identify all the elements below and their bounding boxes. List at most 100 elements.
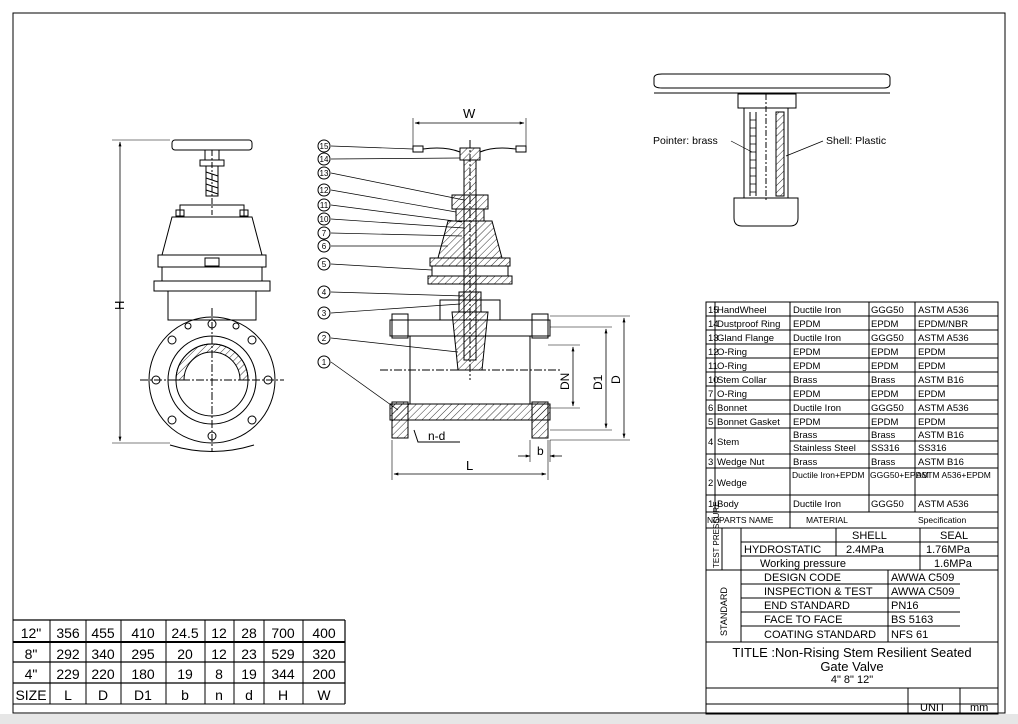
part-material: Stainless Steel [793, 443, 856, 454]
drawing-frame [12, 12, 1006, 714]
size-cell: 356 [56, 625, 80, 641]
part-grade: GGG50 [871, 499, 904, 510]
balloon-5: 5 [317, 257, 331, 271]
dim-l-label: L [466, 458, 473, 473]
part-grade: EPDM [871, 347, 899, 358]
part-no: 5 [708, 417, 713, 428]
part-grade: GGG50 [871, 403, 904, 414]
header-material: MATERIAL [806, 515, 848, 525]
size-cell: 180 [131, 666, 155, 682]
part-name: Stem [717, 437, 739, 448]
part-material: Ductile Iron [793, 499, 841, 510]
hydrostatic-seal-value: 1.76MPa [926, 544, 971, 556]
front-view [112, 139, 284, 452]
size-cell: 20 [177, 646, 193, 662]
balloon-13: 13 [317, 166, 331, 180]
svg-text:6: 6 [322, 242, 327, 251]
part-no: 15 [708, 305, 719, 316]
dim-d-label: D [609, 375, 623, 384]
part-spec: SS316 [918, 443, 947, 454]
balloon-2: 2 [317, 331, 331, 345]
size-cell: 8" [25, 646, 38, 662]
size-cell: 229 [56, 666, 80, 682]
part-no: 6 [708, 403, 713, 414]
part-name: O-Ring [717, 347, 747, 358]
part-spec: ASTM B16 [918, 375, 964, 386]
size-cell: 12" [21, 625, 42, 641]
part-grade: EPDM [871, 361, 899, 372]
part-no: 3 [708, 457, 713, 468]
svg-text:11: 11 [320, 201, 329, 210]
standard-value: AWWA C509 [891, 572, 954, 584]
bottom-strip [0, 714, 1018, 724]
dim-w-label: W [463, 106, 476, 121]
part-material: Ductile Iron [793, 333, 841, 344]
svg-text:15: 15 [320, 142, 329, 151]
section-view [330, 118, 630, 480]
size-header: D1 [134, 687, 152, 703]
size-cell: 400 [312, 625, 336, 641]
size-cell: 320 [312, 646, 336, 662]
part-grade: GGG50 [871, 305, 904, 316]
part-no: 1 [708, 499, 713, 510]
size-cell: 529 [271, 646, 295, 662]
standard-key: FACE TO FACE [764, 614, 842, 626]
dim-d1-label: D1 [591, 374, 605, 390]
svg-text:2: 2 [322, 334, 327, 343]
balloon-15: 15 [317, 139, 331, 153]
size-header: n [215, 687, 223, 703]
size-header: W [317, 687, 331, 703]
working-pressure-label: Working pressure [760, 558, 846, 570]
standard-value: BS 5163 [891, 614, 933, 626]
shell-header: SHELL [852, 530, 887, 542]
header-parts-name: PARTS NAME [719, 515, 774, 525]
size-table: 12" 356 455 410 24.5 12 28 700 400 8" 29… [13, 619, 346, 705]
dim-h-label: H [112, 301, 127, 310]
part-grade: Brass [871, 375, 896, 386]
part-material: EPDM [793, 319, 821, 330]
size-cell: 24.5 [171, 625, 198, 641]
svg-text:14: 14 [320, 155, 329, 164]
balloon-11: 11 [317, 198, 331, 212]
size-cell: 292 [56, 646, 80, 662]
part-name: Stem Collar [717, 375, 767, 386]
size-cell: 12 [211, 625, 227, 641]
size-cell: 340 [91, 646, 115, 662]
balloon-4: 4 [317, 285, 331, 299]
part-name: Body [717, 499, 739, 510]
part-spec: EPDM [918, 417, 946, 428]
part-spec: ASTM A536 [918, 499, 969, 510]
standard-value: AWWA C509 [891, 586, 954, 598]
svg-text:4: 4 [322, 288, 327, 297]
balloon-3: 3 [317, 306, 331, 320]
part-spec: EPDM [918, 361, 946, 372]
working-pressure-value: 1.6MPa [934, 558, 973, 570]
svg-text:3: 3 [322, 309, 327, 318]
size-cell: 700 [271, 625, 295, 641]
part-grade: SS316 [871, 443, 900, 454]
balloon-12: 12 [317, 183, 331, 197]
part-no: 12 [708, 347, 719, 358]
size-cell: 295 [131, 646, 155, 662]
part-balloons: 15 14 13 12 11 10 7 6 5 4 3 2 1 [317, 139, 331, 369]
standard-key: END STANDARD [764, 600, 850, 612]
test-pressure-label: TEST PRESSURE [712, 501, 721, 568]
hydrostatic-shell-value: 2.4MPa [846, 544, 885, 556]
part-spec: ASTM A536 [918, 305, 969, 316]
balloon-7: 7 [317, 226, 331, 240]
standard-key: DESIGN CODE [764, 572, 841, 584]
title-line-2: Gate Valve [820, 659, 883, 674]
part-material: Brass [793, 430, 818, 441]
balloon-6: 6 [317, 239, 331, 253]
size-header: L [64, 687, 72, 703]
part-name: Gland Flange [717, 333, 774, 344]
size-cell: 8 [215, 666, 223, 682]
svg-text:13: 13 [320, 169, 329, 178]
svg-text:5: 5 [322, 260, 327, 269]
part-name: Dustproof Ring [717, 319, 780, 330]
hydrostatic-label: HYDROSTATIC [744, 544, 821, 556]
part-spec: ASTM A536 [918, 333, 969, 344]
title-line-1: TITLE :Non-Rising Stem Resilient Seated [732, 645, 971, 660]
part-material: Brass [793, 375, 818, 386]
